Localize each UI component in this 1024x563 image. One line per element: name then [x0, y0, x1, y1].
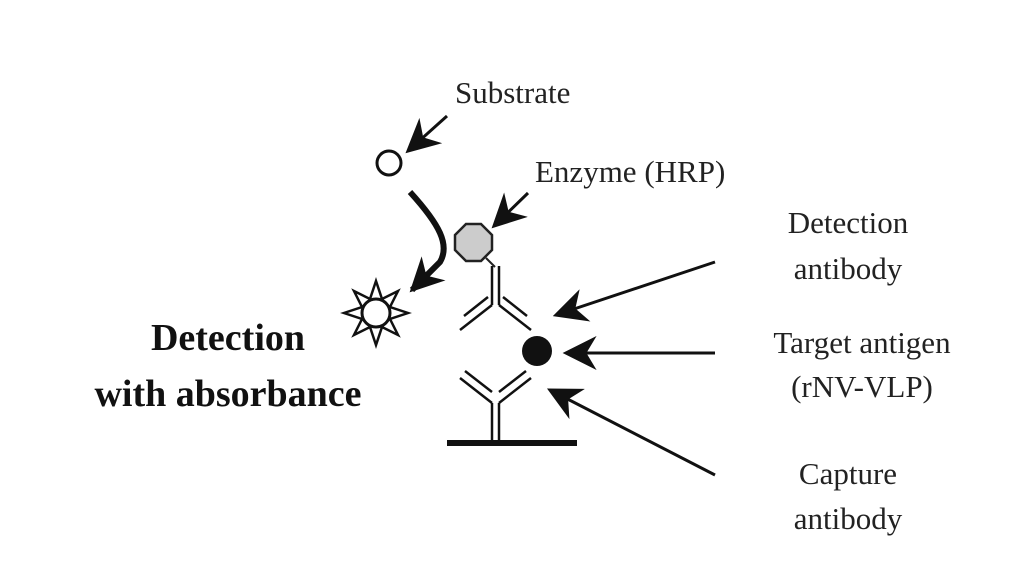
detection-title-1: Detection	[151, 317, 305, 359]
plate-surface	[447, 440, 577, 446]
detection-antibody-shape	[459, 266, 532, 331]
enzyme-arrow	[491, 191, 530, 229]
target-antigen-label-1: Target antigen	[773, 325, 951, 360]
reaction-arrow	[407, 189, 447, 293]
detection-antibody-arrow	[552, 260, 716, 322]
detection-antibody-label-2: antibody	[794, 251, 903, 286]
substrate-arrow	[405, 114, 449, 154]
capture-antibody-arrow	[546, 388, 716, 477]
substrate-label: Substrate	[455, 75, 570, 110]
capture-antibody-label-1: Capture	[799, 456, 897, 491]
capture-antibody-shape	[459, 370, 532, 441]
enzyme-link	[485, 257, 496, 268]
enzyme-octagon	[453, 222, 494, 263]
substrate-circle	[375, 149, 403, 177]
enzyme-label: Enzyme (HRP)	[535, 154, 725, 189]
target-antigen-dot	[522, 336, 552, 366]
detection-title-2: with absorbance	[94, 373, 361, 415]
capture-antibody-label-2: antibody	[794, 501, 903, 536]
detection-antibody-label-1: Detection	[788, 205, 909, 240]
target-antigen-label-2: (rNV-VLP)	[791, 369, 933, 404]
product-star-icon	[340, 277, 412, 349]
